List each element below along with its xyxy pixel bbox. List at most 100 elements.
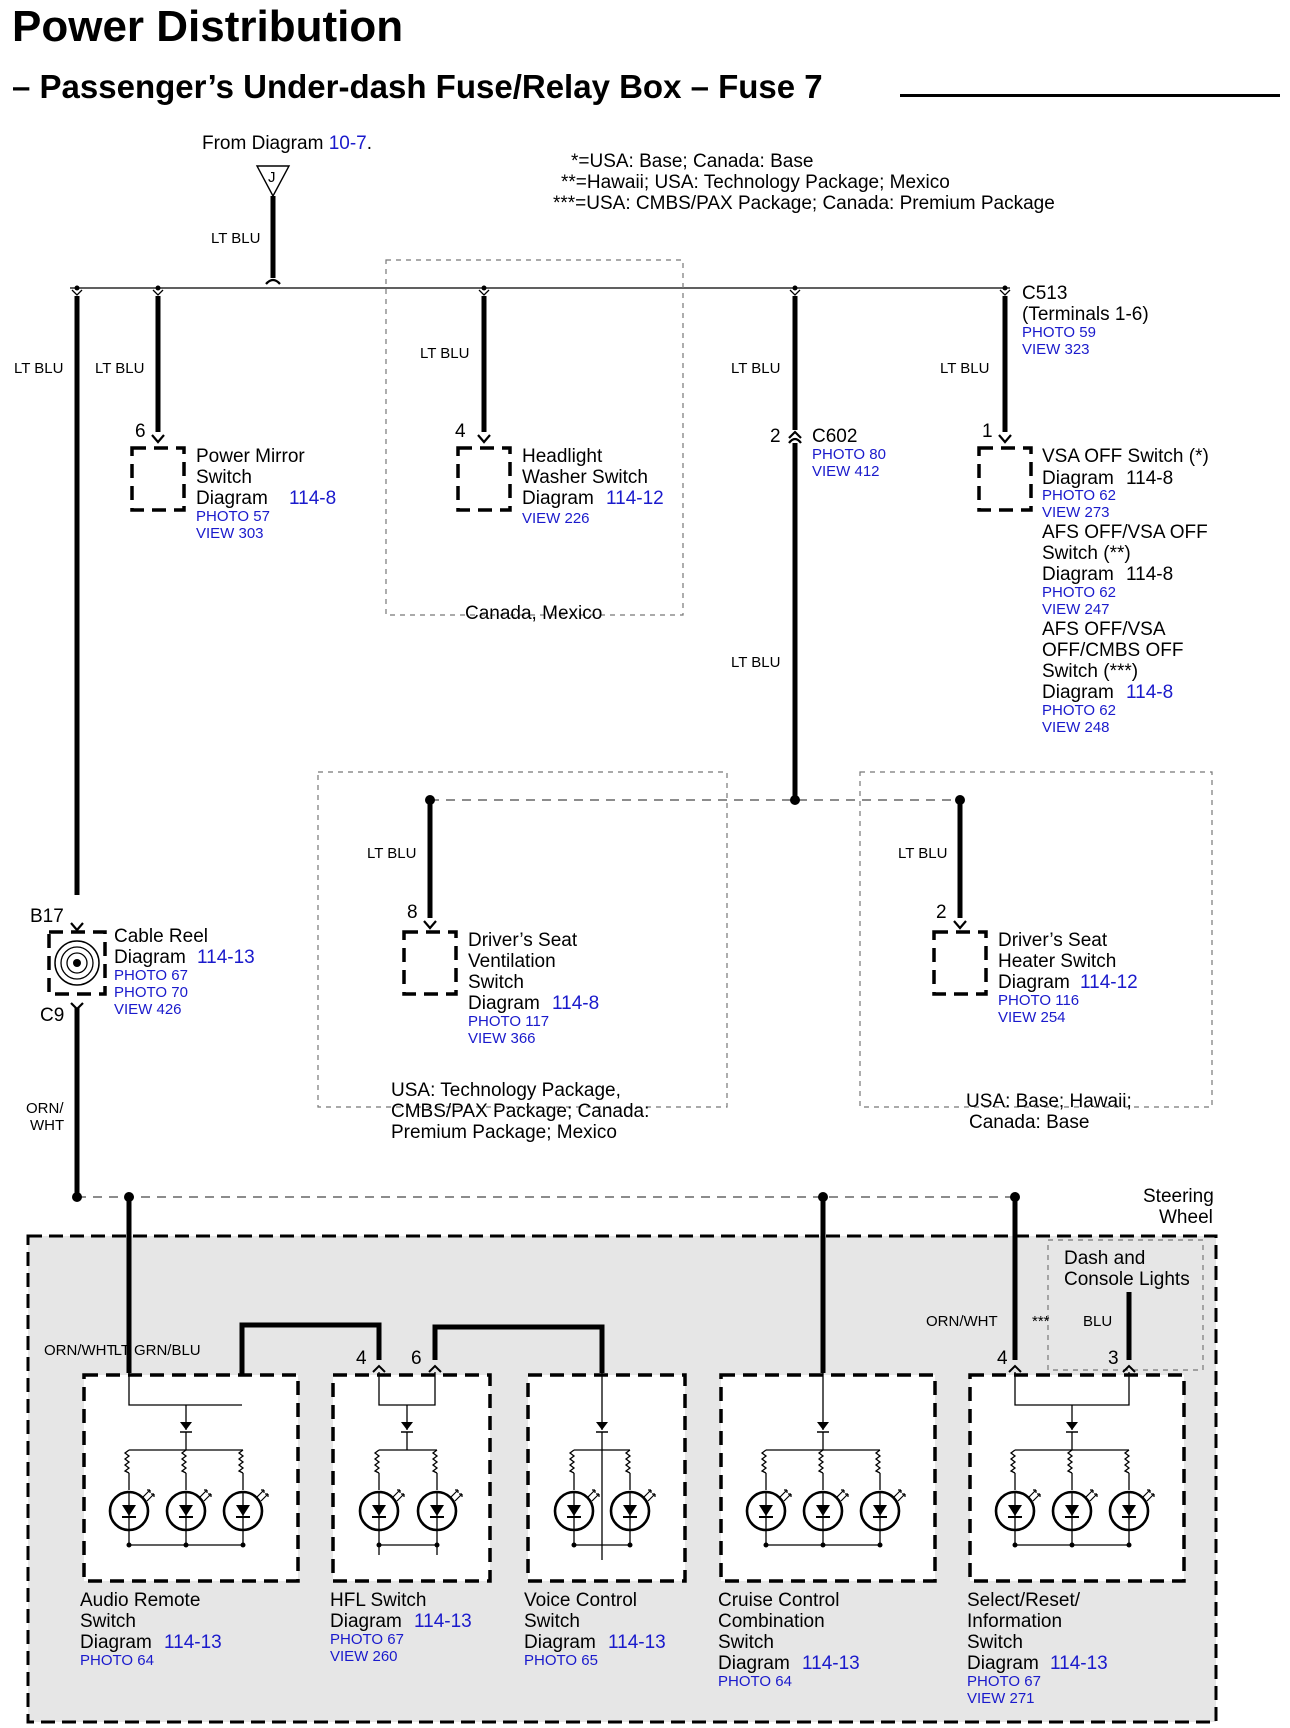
svg-text:PHOTO 67: PHOTO 67 — [114, 967, 188, 984]
svg-text:Headlight: Headlight — [522, 446, 603, 467]
svg-text:Switch: Switch — [80, 1611, 136, 1632]
svg-text:8: 8 — [407, 902, 418, 923]
wire-color-label: ORN/WHTLT GRN/BLU — [44, 1342, 201, 1359]
svg-text:CMBS/PAX Package; Canada:: CMBS/PAX Package; Canada: — [391, 1101, 649, 1122]
svg-text:VSA OFF Switch (*): VSA OFF Switch (*) — [1042, 446, 1209, 467]
region-canada-mexico — [385, 259, 684, 616]
svg-text:VIEW 273: VIEW 273 — [1042, 504, 1110, 521]
svg-text:USA: Base; Hawaii;: USA: Base; Hawaii; — [966, 1091, 1132, 1112]
c513-terminals: (Terminals 1-6) — [1022, 304, 1149, 325]
svg-text:4: 4 — [455, 421, 466, 442]
svg-text:PHOTO 64: PHOTO 64 — [80, 1652, 154, 1669]
svg-text:Power Mirror: Power Mirror — [196, 446, 305, 467]
wire-color-label: LT BLU — [898, 845, 947, 862]
svg-text:VIEW 248: VIEW 248 — [1042, 719, 1110, 736]
c513-label: C513 — [1022, 283, 1067, 304]
svg-text:HFL Switch: HFL Switch — [330, 1590, 426, 1611]
svg-text:PHOTO 70: PHOTO 70 — [114, 984, 188, 1001]
svg-text:B17: B17 — [30, 906, 64, 927]
note-2: **=Hawaii; USA: Technology Package; Mexi… — [561, 172, 950, 193]
svg-text:4: 4 — [997, 1348, 1008, 1369]
wire-color-label: ORN/ — [26, 1100, 64, 1117]
svg-text:VIEW 412: VIEW 412 — [812, 463, 880, 480]
wire-color-label: LT BLU — [731, 360, 780, 377]
svg-text:PHOTO 62: PHOTO 62 — [1042, 702, 1116, 719]
wire-color-label: LT BLU — [211, 230, 260, 247]
svg-text:VIEW 260: VIEW 260 — [330, 1648, 398, 1665]
svg-text:Combination: Combination — [718, 1611, 825, 1632]
connector-j-symbol — [255, 165, 291, 198]
svg-text:AFS OFF/VSA: AFS OFF/VSA — [1042, 619, 1166, 640]
svg-text:VIEW 271: VIEW 271 — [967, 1690, 1035, 1707]
svg-text:3: 3 — [1108, 1348, 1119, 1369]
wire-color-label: WHT — [30, 1117, 64, 1134]
svg-text:6: 6 — [135, 421, 146, 442]
svg-text:PHOTO 62: PHOTO 62 — [1042, 584, 1116, 601]
region-technology-package — [317, 771, 728, 1108]
svg-text:USA: Technology Package,: USA: Technology Package, — [391, 1080, 621, 1101]
cruise-control-switch — [719, 1373, 937, 1583]
wire-color-label: LT BLU — [14, 360, 63, 377]
svg-text:Cruise Control: Cruise Control — [718, 1590, 839, 1611]
svg-text:PHOTO 67: PHOTO 67 — [967, 1673, 1041, 1690]
svg-text:Cable Reel: Cable Reel — [114, 926, 208, 947]
wire-color-label: LT BLU — [420, 345, 469, 362]
headlight-washer-switch — [456, 446, 512, 512]
svg-text:PHOTO 116: PHOTO 116 — [998, 992, 1079, 1009]
svg-text:Select/Reset/: Select/Reset/ — [967, 1590, 1081, 1611]
svg-text:Switch (***): Switch (***) — [1042, 661, 1138, 682]
wire-color-label: LT BLU — [731, 654, 780, 671]
audio-remote-switch — [82, 1373, 300, 1583]
svg-text:***: *** — [1032, 1313, 1050, 1330]
svg-text:OFF/CMBS OFF: OFF/CMBS OFF — [1042, 640, 1183, 661]
svg-text:Driver’s Seat: Driver’s Seat — [998, 930, 1108, 951]
wire-color-label: LT BLU — [940, 360, 989, 377]
wire-color-label: BLU — [1083, 1313, 1112, 1330]
wire-color-label: LT BLU — [367, 845, 416, 862]
svg-text:PHOTO 65: PHOTO 65 — [524, 1652, 598, 1669]
svg-text:Switch: Switch — [468, 972, 524, 993]
svg-text:Information: Information — [967, 1611, 1062, 1632]
svg-text:Ventilation: Ventilation — [468, 951, 556, 972]
svg-text:Heater Switch: Heater Switch — [998, 951, 1116, 972]
c513-view: VIEW 323 — [1022, 341, 1090, 358]
svg-text:1: 1 — [982, 421, 993, 442]
svg-text:VIEW 226: VIEW 226 — [522, 510, 590, 527]
svg-text:Switch: Switch — [196, 467, 252, 488]
select-reset-switch — [968, 1373, 1186, 1583]
svg-text:Console Lights: Console Lights — [1064, 1269, 1190, 1290]
power-mirror-switch — [130, 446, 186, 512]
svg-text:Audio Remote: Audio Remote — [80, 1590, 200, 1611]
svg-text:Canada: Base: Canada: Base — [969, 1112, 1089, 1133]
page-title: Power Distribution — [12, 2, 404, 51]
svg-text:PHOTO 117: PHOTO 117 — [468, 1013, 549, 1030]
svg-text:Dash and: Dash and — [1064, 1248, 1145, 1269]
wire-color-label: LT BLU — [95, 360, 144, 377]
svg-text:Wheel: Wheel — [1159, 1207, 1213, 1228]
vsa-off-switch — [977, 446, 1033, 512]
seat-ventilation-switch — [402, 930, 458, 996]
svg-text:Switch: Switch — [718, 1632, 774, 1653]
svg-text:4: 4 — [356, 1348, 367, 1369]
svg-text:PHOTO 62: PHOTO 62 — [1042, 487, 1116, 504]
subtitle-rule — [900, 94, 1280, 97]
svg-text:Switch: Switch — [967, 1632, 1023, 1653]
svg-text:Washer Switch: Washer Switch — [522, 467, 648, 488]
voice-control-switch — [526, 1373, 687, 1583]
c513-photo: PHOTO 59 — [1022, 324, 1096, 341]
svg-text:PHOTO 57: PHOTO 57 — [196, 508, 270, 525]
svg-text:Steering: Steering — [1143, 1186, 1214, 1207]
region-label: Canada, Mexico — [465, 603, 602, 624]
svg-text:2: 2 — [770, 426, 781, 447]
svg-text:VIEW 247: VIEW 247 — [1042, 601, 1110, 618]
svg-text:VIEW 303: VIEW 303 — [196, 525, 264, 542]
